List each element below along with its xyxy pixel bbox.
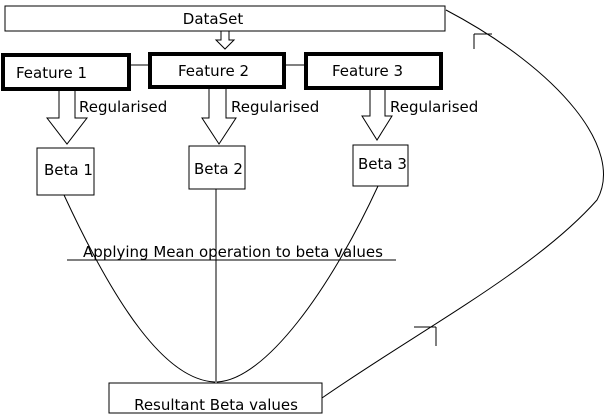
regularised-arrow-3 xyxy=(361,87,393,141)
feature-label-3: Feature 3 xyxy=(332,62,403,80)
regularised-arrow-2 xyxy=(201,87,237,145)
beta-label-2: Beta 2 xyxy=(194,160,243,178)
result-label: Resultant Beta values xyxy=(134,396,298,414)
beta-node-3: Beta 3 xyxy=(352,144,409,187)
regularised-label-1: Regularised xyxy=(79,98,167,116)
feature-node-1: Feature 1 xyxy=(1,53,131,91)
beta-node-1: Beta 1 xyxy=(36,147,95,196)
feedback-arrowhead-bottom xyxy=(414,326,437,346)
feedback-loop-curve xyxy=(321,9,604,399)
dataset-label: DataSet xyxy=(183,10,244,28)
feature-node-2: Feature 2 xyxy=(148,52,286,89)
regularised-arrow-1 xyxy=(45,89,89,145)
regularised-label-2: Regularised xyxy=(231,98,319,116)
dataset-to-feature-arrow xyxy=(214,30,236,50)
feedback-arrowhead-top xyxy=(473,33,492,49)
beta-node-2: Beta 2 xyxy=(188,145,246,190)
dataset-node: DataSet xyxy=(4,5,446,32)
result-node: Resultant Beta values xyxy=(108,382,323,414)
beta-label-3: Beta 3 xyxy=(358,155,407,173)
feature-label-1: Feature 1 xyxy=(16,64,87,82)
beta-label-1: Beta 1 xyxy=(44,161,93,179)
beta1-to-result-curve xyxy=(63,194,216,383)
regularised-label-3: Regularised xyxy=(390,98,478,116)
beta3-to-result-curve xyxy=(216,185,379,383)
feature-node-3: Feature 3 xyxy=(304,52,443,90)
mean-operation-label: Applying Mean operation to beta values xyxy=(83,243,383,261)
feature-label-2: Feature 2 xyxy=(178,62,249,80)
